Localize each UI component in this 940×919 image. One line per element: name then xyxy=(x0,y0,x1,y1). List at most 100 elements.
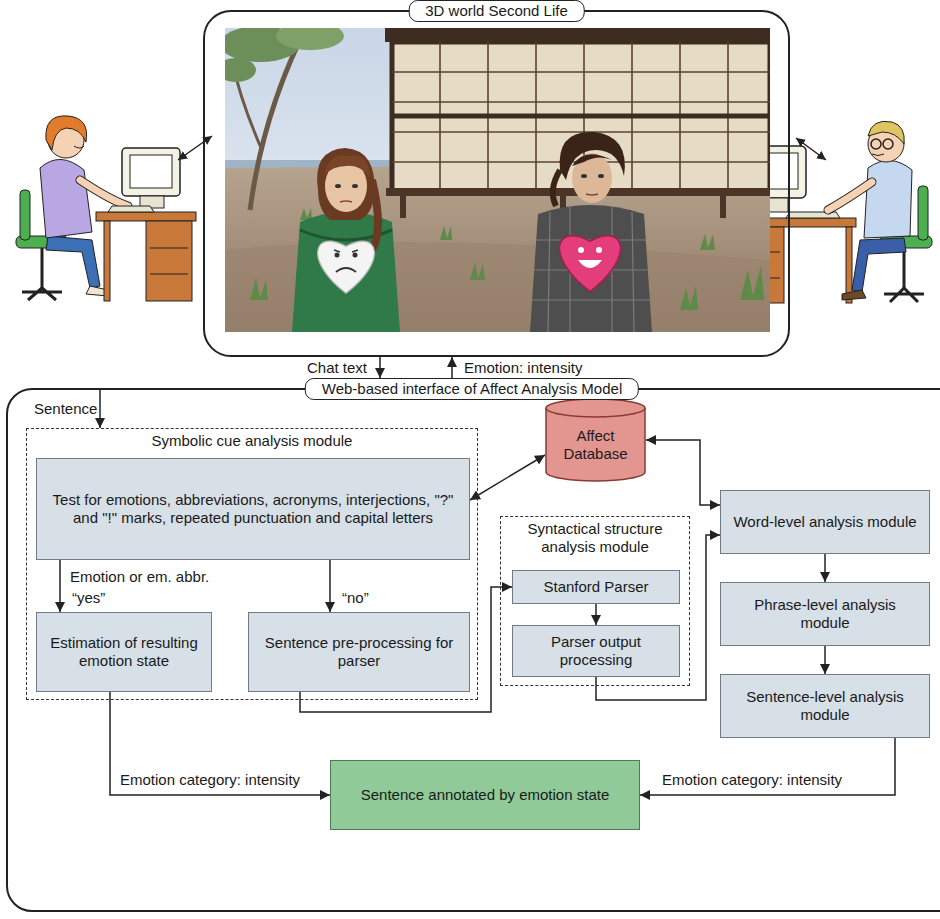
illustration-part xyxy=(884,288,924,302)
flow-arrow xyxy=(470,455,545,500)
illustration-part xyxy=(680,286,698,310)
illustration-part xyxy=(392,101,770,103)
process-box: Phrase-level analysis module xyxy=(720,582,930,646)
group-heading: 3D world Second Life xyxy=(408,0,585,22)
illustration-part xyxy=(335,184,341,188)
illustration-part xyxy=(334,250,358,252)
cylinder-rim xyxy=(546,408,645,417)
edge-label: Emotion: intensity xyxy=(462,359,584,377)
second-life-screenshot xyxy=(225,28,770,332)
illustration-part xyxy=(372,180,378,250)
result-box: Sentence annotated by emotion state xyxy=(330,760,640,830)
box-label: Affect Database xyxy=(549,427,642,463)
illustration-part xyxy=(20,190,30,240)
note-label: Emotion or em. abbr. xyxy=(68,568,211,586)
group-heading: Symbolic cue analysis module xyxy=(27,432,477,450)
process-box: Estimation of resulting emotion state xyxy=(36,612,212,692)
illustration-part xyxy=(392,131,770,133)
box-label: Test for emotions, abbreviations, acrony… xyxy=(45,491,461,527)
process-box: Parser output processing xyxy=(512,625,680,677)
process-box: Test for emotions, abbreviations, acrony… xyxy=(36,458,470,560)
illustration-part xyxy=(292,212,400,332)
group-heading: Syntactical structure analysis module xyxy=(501,520,689,556)
illustration-part xyxy=(80,180,128,206)
flow-arrow xyxy=(646,440,720,505)
world-frame: 3D world Second Life xyxy=(203,10,790,357)
illustration-part xyxy=(353,253,358,258)
cylinder-body xyxy=(546,399,645,481)
illustration-part xyxy=(317,148,374,220)
illustration-part xyxy=(146,221,192,301)
flow-arrow xyxy=(59,560,61,612)
box-label: Word-level analysis module xyxy=(733,513,916,531)
illustration-part xyxy=(150,248,188,249)
illustration-part xyxy=(532,206,650,332)
illustration-part xyxy=(470,262,485,280)
illustration-part xyxy=(872,154,884,156)
illustration-part xyxy=(828,182,872,210)
edge-label: Chat text xyxy=(305,359,369,377)
illustration-part xyxy=(96,212,196,221)
illustration-part xyxy=(559,236,620,292)
edge-label: “yes” xyxy=(70,589,107,607)
database-cylinder: Affect Database xyxy=(545,398,646,482)
illustration-part xyxy=(532,299,650,300)
process-box: Stanford Parser xyxy=(512,570,680,604)
illustration-part xyxy=(250,278,268,300)
illustration-part xyxy=(578,260,602,268)
illustration-part xyxy=(846,227,852,303)
illustration-part xyxy=(335,253,340,258)
illustration-part xyxy=(852,238,906,292)
illustration-part xyxy=(104,221,110,301)
illustration-part xyxy=(22,288,62,300)
illustration-part xyxy=(903,248,906,288)
illustration-part xyxy=(340,201,352,202)
illustration-part xyxy=(864,160,912,238)
flow-arrow xyxy=(595,604,597,625)
group-heading: Web-based interface of Affect Analysis M… xyxy=(305,378,639,400)
box-label: Estimation of resulting emotion state xyxy=(45,634,203,670)
user-link-arrow xyxy=(178,136,212,160)
process-box: Word-level analysis module xyxy=(720,490,930,554)
flow-arrow xyxy=(110,692,330,795)
edge-label: “no” xyxy=(340,589,371,607)
illustration-part xyxy=(276,28,344,50)
user-left-clipart xyxy=(16,116,196,301)
box-label: Sentence pre-processing for parser xyxy=(257,634,461,670)
illustration-part xyxy=(883,139,893,149)
user-link-arrow xyxy=(796,138,826,160)
illustration-part xyxy=(250,40,300,210)
illustration-part xyxy=(80,180,128,206)
illustration-part xyxy=(700,234,715,250)
process-box: Sentence pre-processing for parser xyxy=(248,612,470,692)
flow-arrow xyxy=(824,646,826,674)
illustration-part xyxy=(400,196,406,218)
illustration-part xyxy=(130,155,172,188)
box-label: Phrase-level analysis module xyxy=(729,596,921,632)
edge-label: Emotion category: intensity xyxy=(660,771,844,789)
illustration-part xyxy=(572,154,612,166)
flow-arrow xyxy=(329,560,331,612)
illustration-part xyxy=(918,186,928,240)
illustration-part xyxy=(41,248,44,288)
illustration-part xyxy=(871,139,881,149)
box-label: Stanford Parser xyxy=(543,578,648,596)
illustration-part xyxy=(842,290,866,300)
illustration-part xyxy=(46,236,100,288)
box-label: Sentence annotated by emotion state xyxy=(361,786,610,804)
edge-label: Sentence xyxy=(32,400,99,418)
illustration-part xyxy=(40,159,92,238)
module-group: Test for emotions, abbreviations, acrony… xyxy=(26,428,478,700)
edge-label: Emotion category: intensity xyxy=(118,771,302,789)
box-label: Sentence-level analysis module xyxy=(729,688,921,724)
illustration-part xyxy=(581,174,587,178)
system-region: Test for emotions, abbreviations, acrony… xyxy=(6,388,940,912)
illustration-part xyxy=(150,274,188,275)
illustration-part xyxy=(548,212,550,332)
illustration-part xyxy=(578,247,584,253)
illustration-part xyxy=(440,226,452,240)
illustration-part xyxy=(572,153,612,203)
illustration-part xyxy=(392,114,770,119)
illustration-part xyxy=(553,170,560,206)
